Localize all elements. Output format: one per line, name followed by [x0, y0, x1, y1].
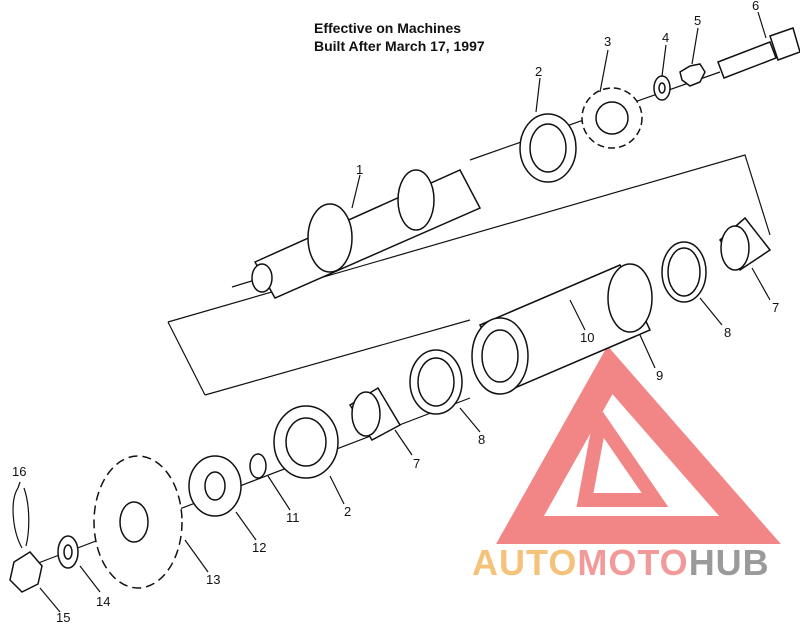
watermark-logo-icon [496, 345, 781, 544]
watermark-text: AUTOMOTOHUB [472, 542, 770, 584]
callout-10: 10 [580, 330, 594, 345]
leader-lines [17, 11, 771, 613]
callout-5: 5 [694, 13, 701, 28]
bearing-cone-lower-part [348, 386, 402, 441]
shaft-part [251, 169, 482, 299]
callout-12: 12 [252, 540, 266, 555]
watermark-auto: AUTO [472, 542, 578, 583]
bolt-part [717, 27, 800, 79]
callout-9: 9 [656, 368, 663, 383]
title-line-1: Effective on Machines [314, 20, 462, 36]
axis-lower [19, 397, 471, 571]
assembly-frame [167, 154, 771, 396]
callout-8-upper: 8 [724, 325, 731, 340]
race-upper-part [661, 241, 707, 303]
callout-15: 15 [56, 610, 70, 624]
castle-nut-part [9, 551, 43, 593]
watermark-hub: HUB [688, 542, 770, 583]
title-line-2: Built After March 17, 1997 [314, 38, 485, 54]
race-lower-part [409, 349, 463, 415]
bearing-upper-part [519, 113, 577, 183]
bearing-lower-part [273, 405, 339, 479]
callout-1: 1 [356, 162, 363, 177]
callout-2-lower: 2 [344, 504, 351, 519]
callout-16: 16 [12, 464, 26, 479]
callout-14: 14 [96, 594, 110, 609]
callout-7-upper: 7 [772, 300, 779, 315]
callout-6: 6 [752, 0, 759, 13]
spacer-part [188, 455, 242, 517]
callout-13: 13 [206, 572, 220, 587]
hub-housing-part [471, 263, 653, 395]
washer-part [653, 75, 671, 101]
driven-sprocket-part [93, 455, 183, 589]
drive-sprocket-part [581, 87, 643, 149]
callout-2-upper: 2 [535, 64, 542, 79]
callout-3: 3 [604, 34, 611, 49]
star-washer-part [679, 63, 706, 87]
cotter-pin-part [12, 487, 30, 549]
callout-labels: 1 2 3 4 5 6 7 8 9 10 7 8 2 11 12 13 14 1… [12, 0, 779, 624]
callout-11: 11 [286, 510, 300, 525]
flat-washer-part [57, 535, 79, 569]
callout-4: 4 [662, 30, 669, 45]
callout-8-lower: 8 [478, 432, 485, 447]
watermark-moto: MOTO [577, 542, 689, 583]
callout-7-lower: 7 [413, 456, 420, 471]
bearing-cone-upper-part [719, 216, 772, 272]
small-washer-part [249, 453, 267, 479]
